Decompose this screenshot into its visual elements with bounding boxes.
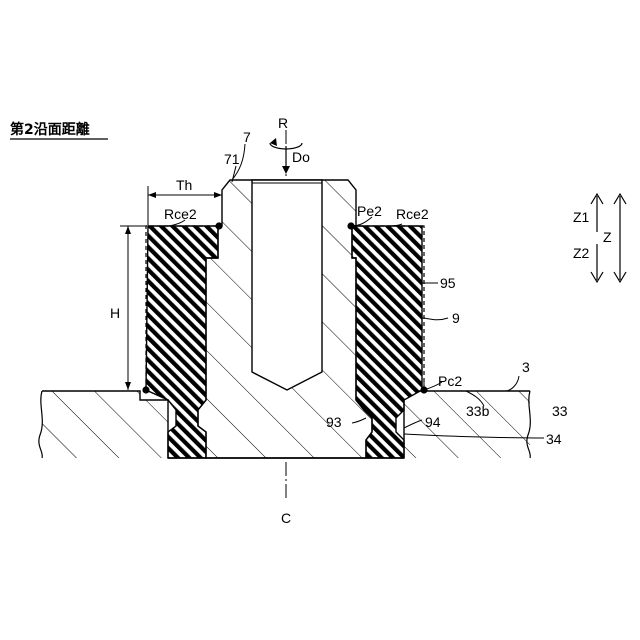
- label-9: 9: [452, 310, 460, 326]
- plate-33-right: [404, 391, 530, 458]
- label-pc2: Pc2: [438, 373, 462, 389]
- label-34: 34: [546, 431, 562, 447]
- plate-33-left: [39, 391, 168, 458]
- h-dimension: [120, 226, 146, 390]
- label-z1: Z1: [573, 209, 590, 225]
- label-th: Th: [176, 177, 192, 193]
- do-arrow: [282, 146, 290, 174]
- label-71: 71: [224, 151, 240, 167]
- label-h: H: [110, 305, 120, 321]
- label-rce2-right: Rce2: [396, 206, 429, 222]
- figure-title: 第2沿面距離: [10, 121, 90, 138]
- label-z2: Z2: [573, 245, 590, 261]
- label-3: 3: [522, 359, 530, 375]
- label-93: 93: [326, 414, 342, 430]
- label-pe2: Pe2: [357, 203, 382, 219]
- label-z: Z: [603, 229, 612, 245]
- terminal-body-7: [198, 180, 372, 458]
- label-33b: 33b: [466, 403, 490, 419]
- label-33: 33: [552, 403, 568, 419]
- label-c: C: [281, 510, 291, 526]
- label-r: R: [278, 115, 288, 131]
- point-pe2-left: [215, 222, 222, 229]
- label-94: 94: [425, 414, 441, 430]
- label-rce2-left: Rce2: [164, 206, 197, 222]
- label-95: 95: [440, 275, 456, 291]
- label-7: 7: [243, 129, 251, 145]
- label-do: Do: [292, 149, 310, 165]
